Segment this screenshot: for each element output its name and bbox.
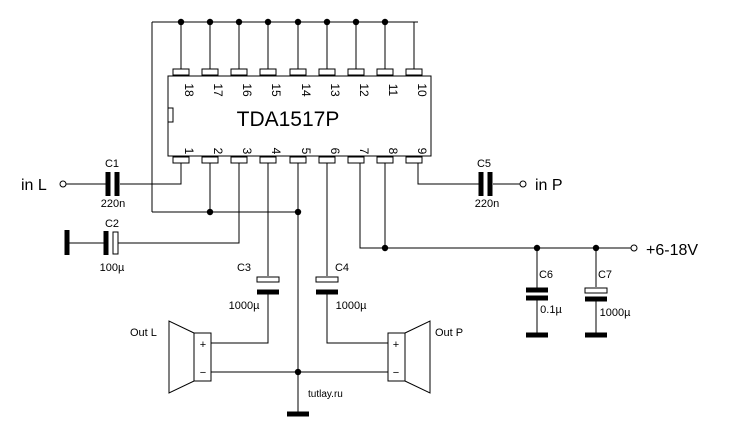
c2-capacitor: C2 100µ: [64, 163, 240, 274]
ic-pin-16: 16: [230, 68, 254, 97]
svg-text:18: 18: [182, 83, 196, 97]
ic-pin-18: 18: [172, 68, 196, 97]
svg-text:6: 6: [328, 148, 342, 155]
in-left-label: in L: [21, 177, 47, 194]
ic-pin-9: 9: [405, 148, 429, 164]
c6-name: C6: [539, 269, 553, 281]
c6-value: 0.1µ: [540, 304, 562, 316]
ic-chip: TDA1517P: [167, 75, 432, 157]
input-left: in L C1 220n: [21, 158, 182, 210]
svg-text:17: 17: [211, 83, 225, 97]
ic-pin-5: 5: [289, 148, 313, 164]
c7-name: C7: [598, 269, 612, 281]
ic-bottom-pins: 1 2 3 4 5 6 7 8: [172, 148, 429, 164]
top-ground-bus: [151, 18, 418, 212]
c6-capacitor: C6 0.1µ: [526, 248, 562, 338]
ic-pin-8: 8: [376, 148, 400, 164]
svg-text:16: 16: [240, 83, 254, 97]
svg-text:11: 11: [386, 84, 400, 97]
ic-pin-13: 13: [318, 68, 342, 97]
ic-name: TDA1517P: [237, 108, 340, 131]
svg-text:10: 10: [415, 83, 429, 97]
c7-capacitor: C7 1000µ: [584, 248, 631, 338]
ic-pin-10: 10: [405, 68, 429, 97]
svg-text:12: 12: [357, 83, 371, 97]
svg-text:8: 8: [386, 148, 400, 155]
watermark: tutlay.ru: [308, 389, 343, 400]
supply-label: +6-18V: [646, 242, 698, 259]
ic-pin-1: 1: [172, 148, 196, 164]
svg-text:13: 13: [328, 83, 342, 97]
svg-text:15: 15: [269, 83, 283, 97]
ic-pin-6: 6: [318, 148, 342, 164]
svg-text:−: −: [393, 367, 399, 379]
c5-value: 220n: [475, 198, 499, 210]
c1-name: C1: [105, 158, 119, 170]
svg-text:9: 9: [415, 148, 429, 155]
c4-capacitor: C4 1000µ: [315, 163, 388, 344]
c3-name: C3: [237, 262, 251, 274]
ic-pin-14: 14: [289, 68, 313, 97]
svg-text:3: 3: [240, 148, 254, 155]
ic-pin-2: 2: [201, 148, 225, 164]
svg-text:−: −: [200, 367, 206, 379]
supply-rail: +6-18V: [359, 163, 698, 259]
c2-name: C2: [105, 218, 119, 230]
svg-text:14: 14: [299, 83, 313, 97]
svg-text:1: 1: [182, 148, 196, 155]
svg-text:2: 2: [211, 148, 225, 155]
out-right-label: Out P: [435, 327, 463, 339]
speaker-left: Out L + −: [130, 320, 388, 394]
c2-value: 100µ: [100, 262, 125, 274]
svg-text:4: 4: [269, 148, 283, 155]
out-left-label: Out L: [130, 327, 157, 339]
c4-value: 1000µ: [336, 300, 367, 312]
input-right: in P C5 220n: [417, 158, 563, 210]
c4-name: C4: [335, 262, 349, 274]
ic-pin-7: 7: [347, 148, 371, 164]
svg-text:5: 5: [299, 148, 313, 155]
ground-network: [152, 163, 309, 417]
svg-text:+: +: [393, 339, 399, 351]
c3-capacitor: C3 1000µ: [211, 163, 280, 344]
ic-pin-4: 4: [259, 148, 283, 164]
c7-value: 1000µ: [600, 307, 631, 319]
svg-text:7: 7: [357, 148, 371, 155]
speaker-right: Out P + −: [387, 320, 463, 394]
ic-notch: [167, 107, 174, 123]
ic-pin-11: 11: [376, 68, 400, 97]
c3-value: 1000µ: [229, 300, 260, 312]
in-right-label: in P: [535, 177, 563, 194]
ic-pin-15: 15: [259, 68, 283, 97]
svg-text:+: +: [200, 339, 206, 351]
c5-name: C5: [477, 158, 491, 170]
ic-pin-3: 3: [230, 148, 254, 164]
ic-top-pins: 18 17 16 15 14 13 12 11: [172, 68, 429, 97]
ic-pin-12: 12: [347, 68, 371, 97]
supply-terminal: [630, 244, 638, 252]
in-left-terminal: [59, 180, 67, 188]
c1-value: 220n: [101, 198, 125, 210]
in-right-terminal: [519, 180, 527, 188]
ic-pin-17: 17: [201, 68, 225, 97]
